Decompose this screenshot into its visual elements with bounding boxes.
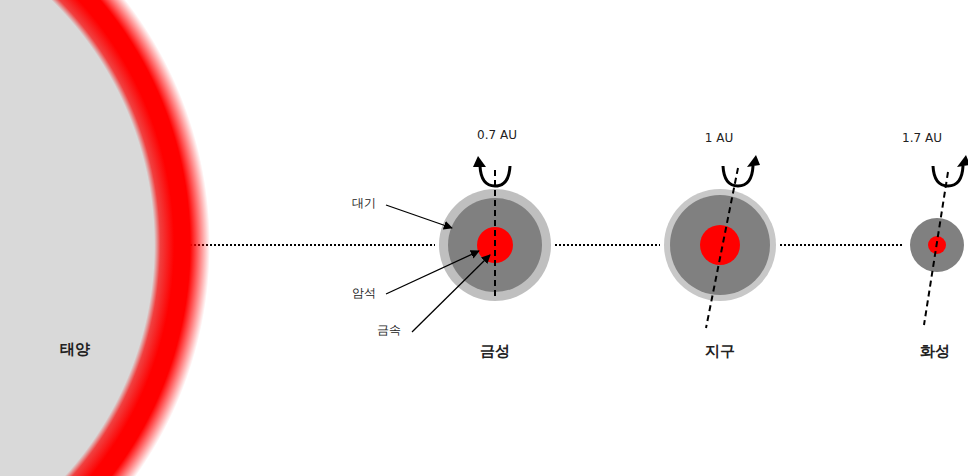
planet-node: 금성 bbox=[435, 150, 555, 370]
distance-label: 1 AU bbox=[705, 131, 733, 145]
body-name: 태양 bbox=[45, 340, 105, 358]
sun-shape bbox=[0, 0, 200, 476]
leader-line bbox=[386, 205, 452, 228]
part-label: 암석 bbox=[352, 286, 376, 300]
planet-shape bbox=[435, 150, 555, 370]
orbit-line bbox=[555, 244, 660, 246]
part-label: 금속 bbox=[377, 323, 401, 337]
planet-node: 화성 bbox=[902, 150, 968, 370]
distance-label: 0.7 AU bbox=[477, 128, 517, 142]
body-name: 금성 bbox=[435, 342, 555, 360]
part-label: 대기 bbox=[352, 196, 376, 210]
distance-label: 1.7 AU bbox=[902, 131, 942, 145]
orbit-line bbox=[780, 244, 902, 246]
orbit-line bbox=[190, 244, 435, 246]
planet-shape bbox=[902, 150, 968, 370]
planet-node: 지구 bbox=[660, 150, 780, 370]
planet-shape bbox=[660, 150, 780, 370]
body-name: 지구 bbox=[660, 342, 780, 360]
body-name: 화성 bbox=[902, 342, 968, 360]
sun-node: 태양 bbox=[0, 0, 190, 476]
